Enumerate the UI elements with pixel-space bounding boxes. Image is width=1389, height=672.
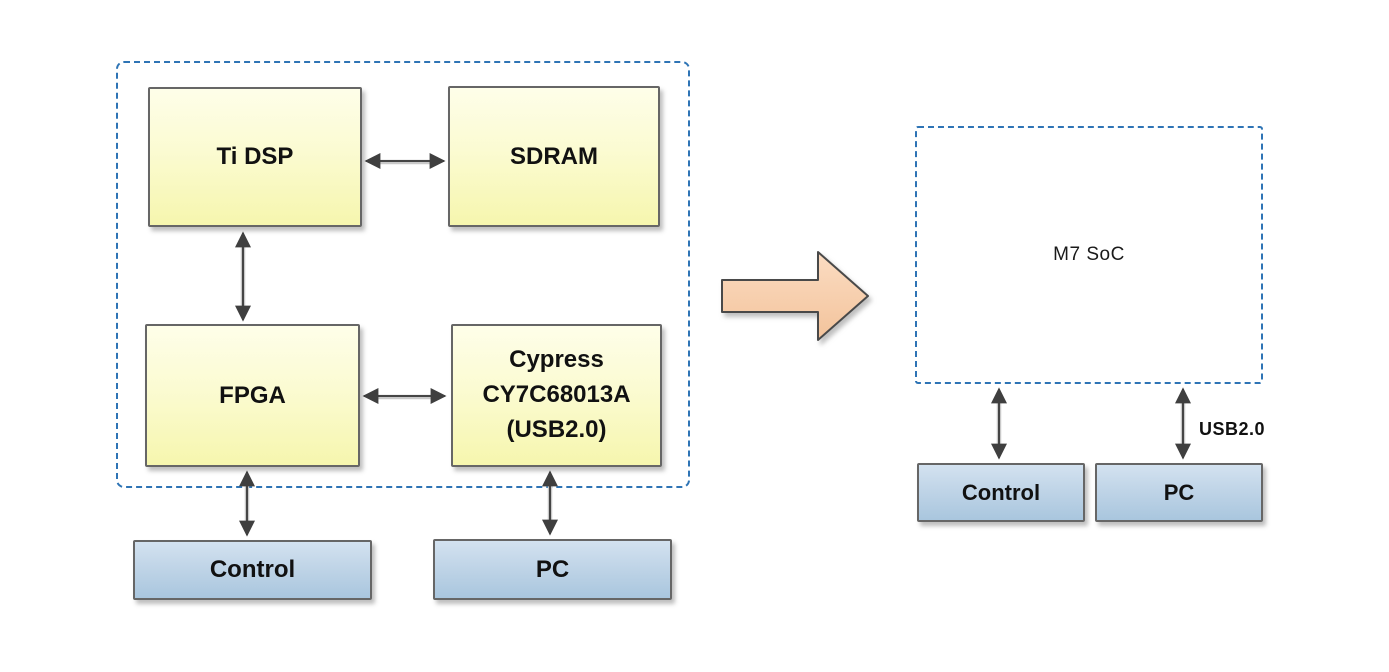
usb-annotation: USB2.0 (1199, 419, 1266, 439)
left-board-boundary (116, 61, 690, 488)
soc-boundary: M7 SoC (915, 126, 1263, 384)
block-control-left-label: Control (209, 556, 296, 583)
block-pc-right: PC (1095, 463, 1263, 522)
block-control-right: Control (917, 463, 1085, 522)
block-control-right-label: Control (961, 479, 1041, 505)
block-pc-left: PC (433, 539, 672, 600)
block-cypress-usb: Cypress CY7C68013A (USB2.0) (451, 324, 662, 467)
block-pc-right-label: PC (1163, 479, 1195, 505)
block-ti-dsp-label: Ti DSP (216, 143, 294, 170)
block-fpga-label: FPGA (219, 381, 286, 409)
block-pc-left-label: PC (535, 555, 570, 583)
block-sdram-label: SDRAM (510, 142, 598, 170)
block-cypress-usb-label: Cypress CY7C68013A (USB2.0) (482, 346, 631, 443)
block-control-left: Control (133, 540, 372, 600)
block-ti-dsp: Ti DSP (148, 87, 362, 227)
transition-arrow (721, 251, 869, 341)
block-sdram: SDRAM (448, 86, 660, 227)
block-fpga: FPGA (145, 324, 360, 467)
soc-label: M7 SoC (1053, 244, 1125, 265)
